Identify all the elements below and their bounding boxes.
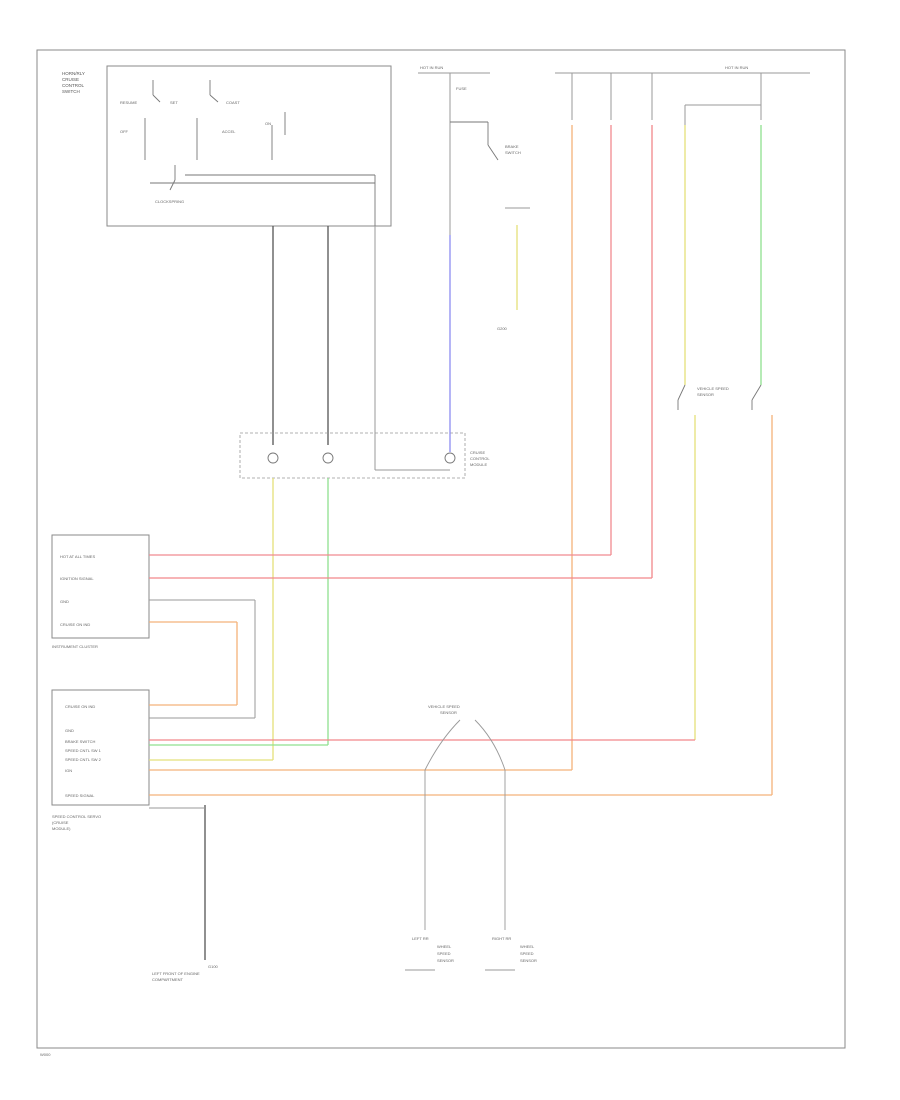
speed-control-label-2: (CRUISE [52,820,69,825]
diagram-frame [36,49,846,1049]
hot-run-label-2: HOT IN RUN [725,65,748,70]
ecm-label-3: MODULE [470,462,487,467]
accel-label: ACCEL [222,129,236,134]
ground-label-2: LEFT FRONT OF ENGINE [152,971,200,976]
off-label: OFF [120,129,129,134]
connector-pin-3 [444,452,456,464]
ic-row-3: GND [60,599,69,604]
set-label: SET [170,100,178,105]
sensor-left-3: SPEED [437,951,451,956]
sc-row-2: GND [65,728,74,733]
sc-row-3: BRAKE SWITCH [65,739,96,744]
clockspring-label: CLOCKSPRING [155,199,184,204]
resume-label: RESUME [120,100,137,105]
ground-label-1: G100 [208,964,219,969]
switch-module-box [106,65,392,227]
sensor-top-center-2: SENSOR [440,710,457,715]
brake-switch-label-1: BRAKE [505,144,519,149]
speed-control-label-1: SPEED CONTROL SERVO [52,814,101,819]
horn-module-label-3: CONTROL [62,83,84,88]
sensor-right-2: WHEEL [520,944,535,949]
sensor-top-label-2: SENSOR [697,392,714,397]
coast-label: COAST [226,100,240,105]
connector-box [239,432,466,479]
ground-g-label: G200 [497,326,508,331]
brake-switch [450,121,499,161]
module-output-wires [272,226,450,471]
horn-module-label-2: CRUISE [62,77,79,82]
page-id: W000 [40,1052,51,1057]
instrument-cluster-label: INSTRUMENT CLUSTER [52,644,98,649]
sensor-right-4: SENSOR [520,958,537,963]
hot-run-label-1: HOT IN RUN [420,65,443,70]
brake-switch-label-2: SWITCH [505,150,521,155]
instrument-cluster-box [51,534,150,639]
on-label: ON [265,121,271,126]
switch-contacts [144,80,376,226]
ic-row-4: CRUISE ON IND [60,622,90,627]
sensor-top-label-1: VEHICLE SPEED [697,386,729,391]
sc-row-5: SPEED CNTL SW 2 [65,757,102,762]
sc-row-6: IGN [65,768,72,773]
ecm-label-2: CONTROL [470,456,490,461]
sc-row-7: SPEED SIGNAL [65,793,95,798]
sensor-right-1: RIGHT RR [492,936,511,941]
speed-control-box [51,689,150,806]
sc-row-4: SPEED CNTL SW 1 [65,748,102,753]
ic-row-1: HOT AT ALL TIMES [60,554,95,559]
horn-module-label-1: HORN/RLY [62,71,85,76]
ic-row-2: IGNITION SIGNAL [60,576,94,581]
sensor-left-1: LEFT RR [412,936,429,941]
connector-pin-2 [322,452,334,464]
ground-label-3: COMPARTMENT [152,977,184,982]
speed-control-label-3: MODULE) [52,826,71,831]
connector-pin-1 [267,452,279,464]
fuse-label-1: FUSE [456,86,467,91]
sc-row-1: CRUISE ON IND [65,704,95,709]
sensor-left-4: SENSOR [437,958,454,963]
sensor-switches [677,384,762,410]
sensor-split-wires [424,719,506,930]
sensor-left-2: WHEEL [437,944,452,949]
horn-module-label-4: SWITCH [62,89,80,94]
sensor-top-center-1: VEHICLE SPEED [428,704,460,709]
ecm-label-1: CRUISE [470,450,485,455]
sensor-right-3: SPEED [520,951,534,956]
